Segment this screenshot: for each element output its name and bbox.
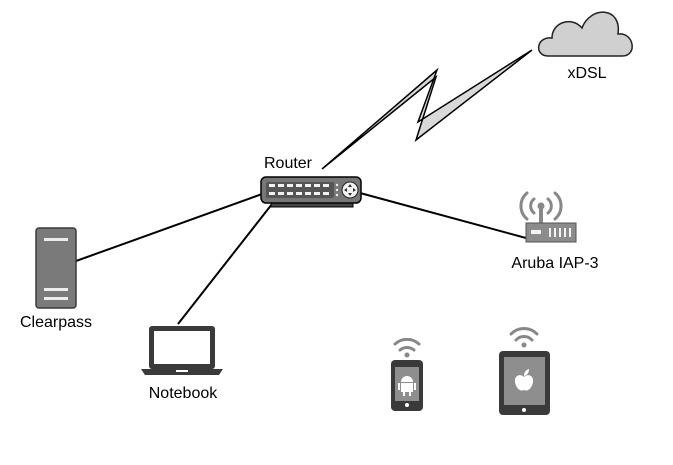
server-label: Clearpass	[20, 314, 92, 331]
link-router-server	[75, 193, 263, 262]
cloud-label: xDSL	[567, 65, 606, 82]
wan-lightning-link	[321, 49, 533, 170]
laptop-label: Notebook	[149, 385, 218, 402]
connections	[75, 192, 527, 325]
router-icon	[260, 176, 362, 208]
link-router-access-point	[359, 192, 527, 239]
cloud-icon	[538, 11, 633, 57]
android-phone-icon	[391, 337, 423, 411]
access-point-label: Aruba IAP-3	[511, 255, 598, 272]
link-router-laptop	[177, 203, 273, 325]
server-icon	[35, 227, 77, 309]
router-label: Router	[264, 155, 313, 172]
wireless-access-point-icon	[519, 191, 577, 243]
apple-tablet-icon	[499, 327, 550, 415]
laptop-icon	[141, 326, 223, 375]
